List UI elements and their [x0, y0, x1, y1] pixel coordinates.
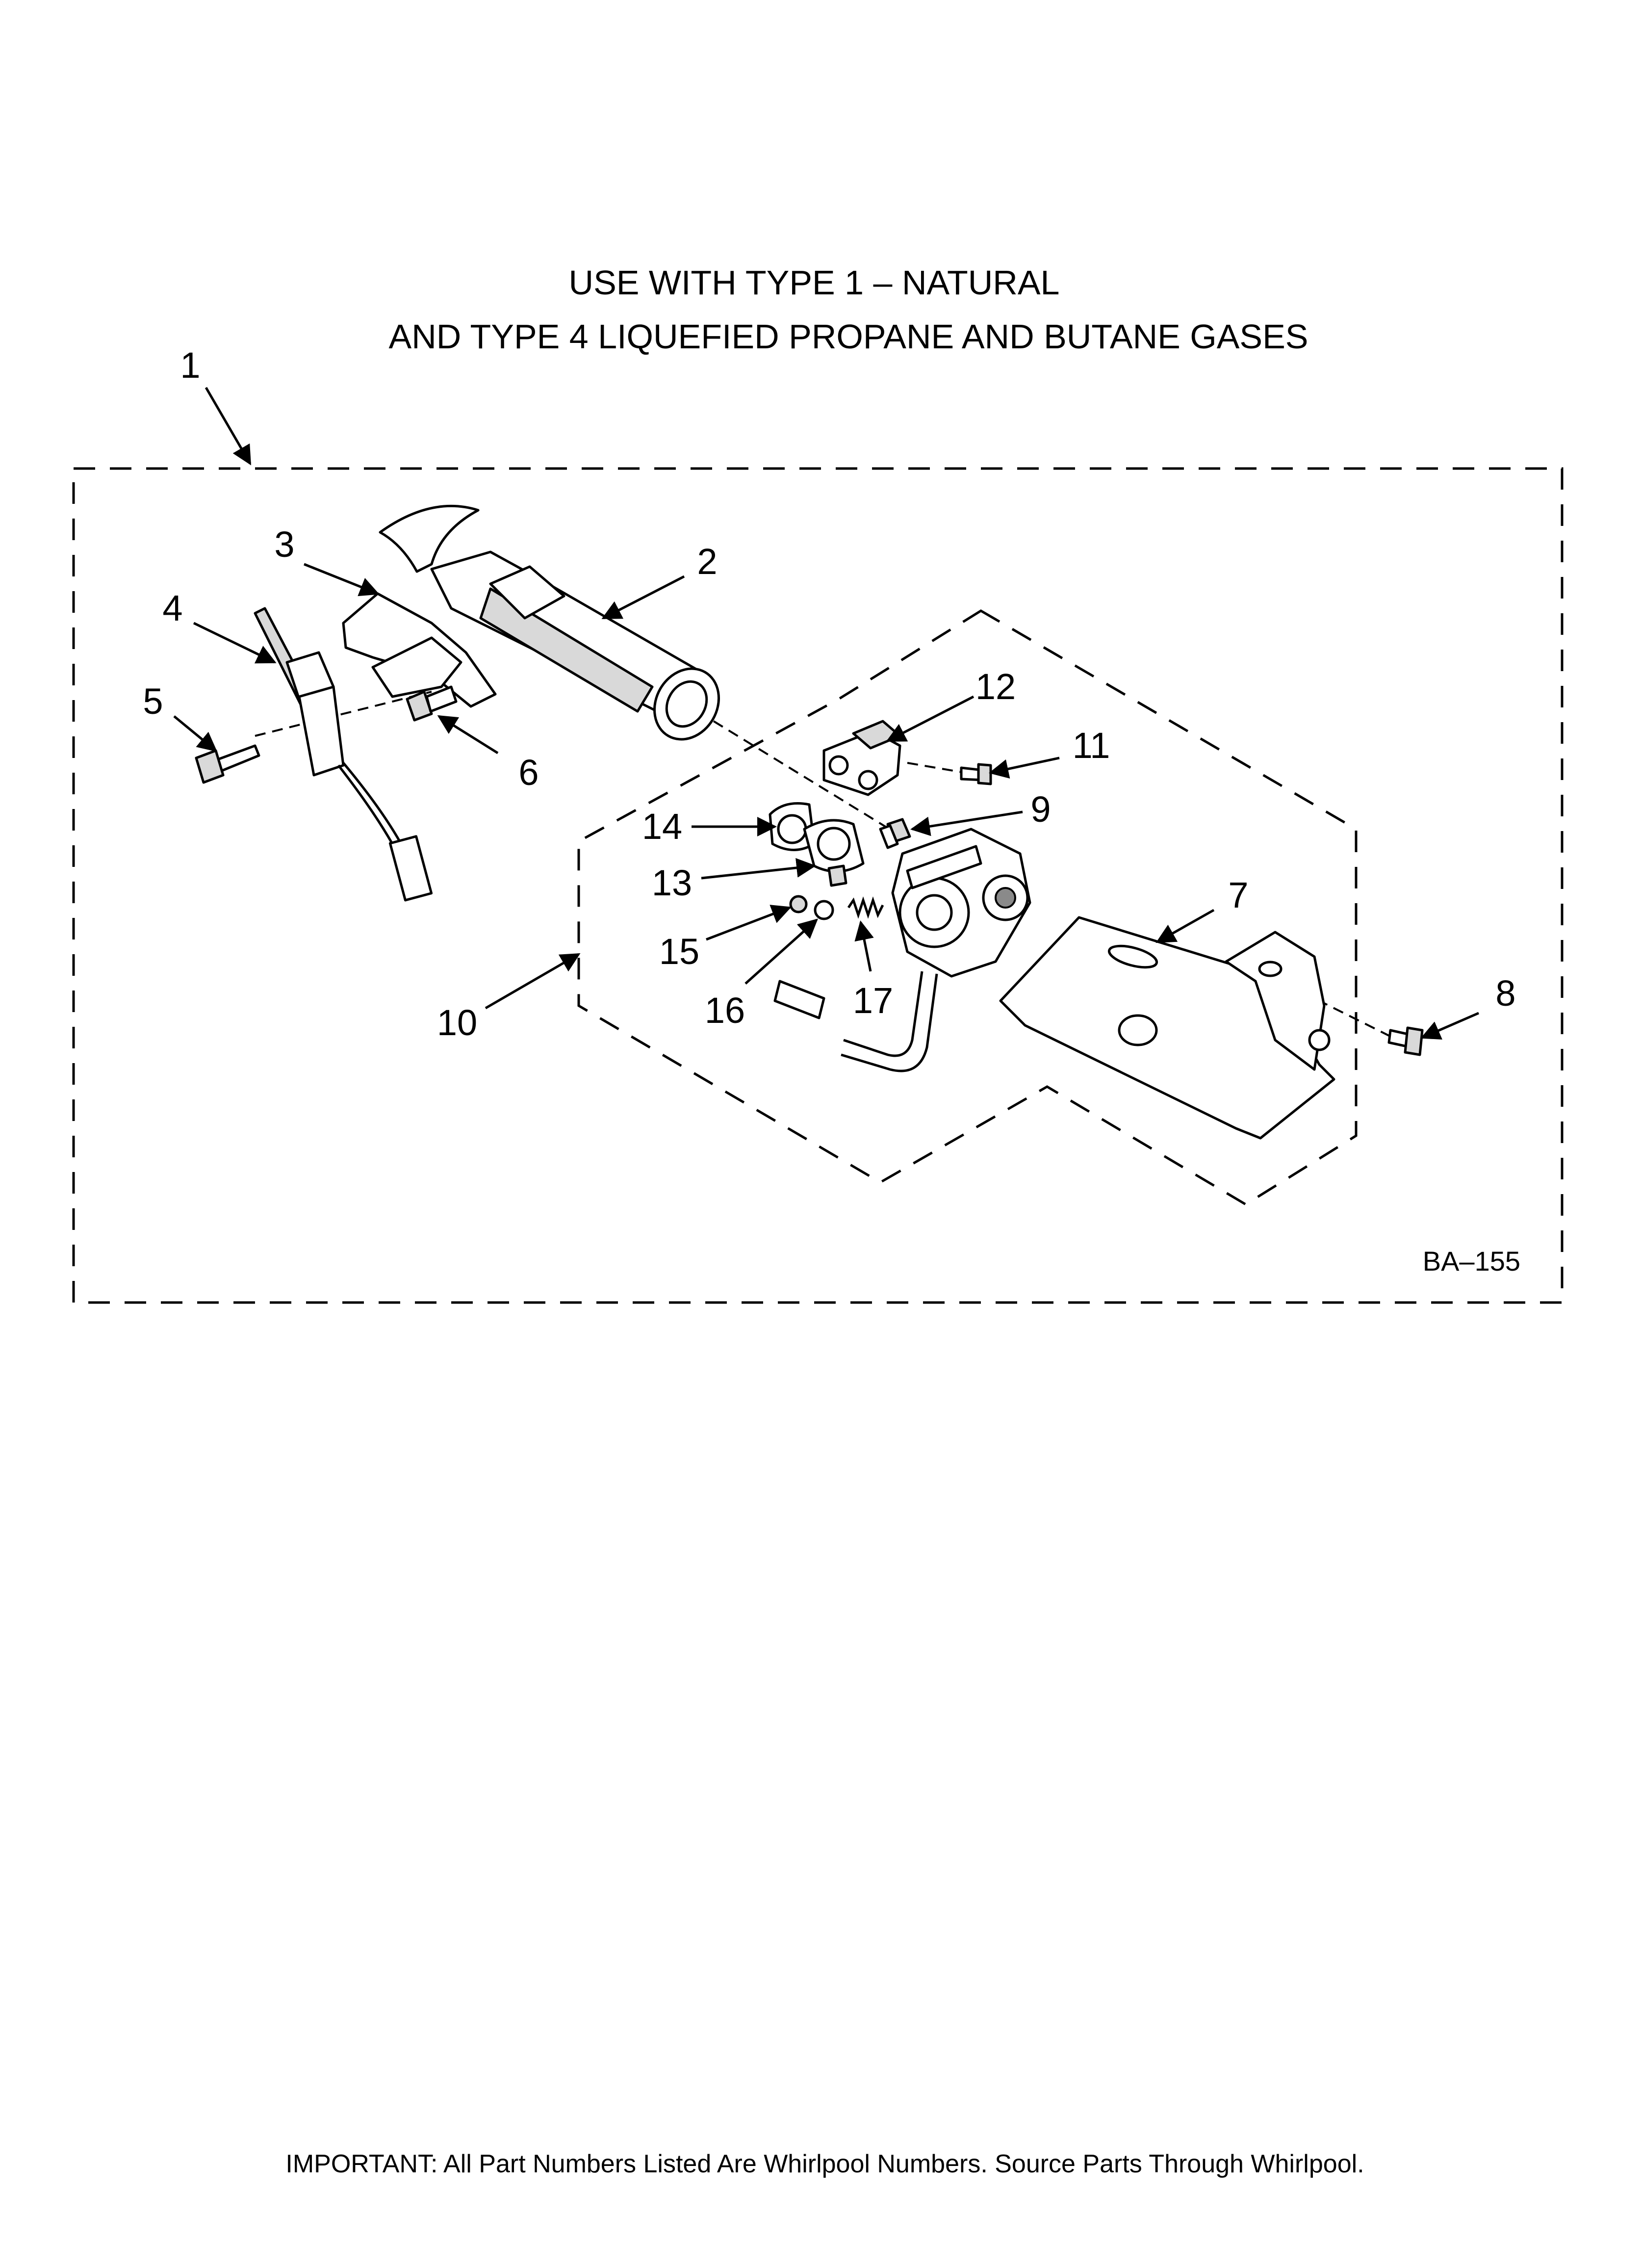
bracket-mount-screw-part: [1387, 1026, 1424, 1056]
igniter-part: [254, 607, 433, 902]
callout-17: 17: [853, 980, 893, 1021]
leader-8: [1420, 1012, 1479, 1040]
leader-1: [205, 387, 252, 466]
callout-16: 16: [705, 990, 745, 1031]
leader-13: [701, 858, 816, 880]
title-line-1: USE WITH TYPE 1 – NATURAL: [569, 263, 1060, 302]
part-15-component: [789, 895, 808, 913]
leader-12: [886, 695, 975, 742]
leader-16: [744, 918, 818, 985]
leader-3: [304, 563, 380, 597]
title-line-2: AND TYPE 4 LIQUEFIED PROPANE AND BUTANE …: [389, 317, 1308, 356]
flame-sensor-part: [822, 720, 901, 796]
valve-coils-part: [769, 802, 865, 887]
igniter-screw-part: [195, 744, 260, 784]
diagram-code: BA–155: [1423, 1246, 1520, 1277]
valve-bracket-part: [999, 916, 1335, 1140]
callout-6: 6: [518, 752, 539, 793]
leader-17: [854, 920, 874, 972]
assembly-boundary: [72, 467, 1564, 1304]
sensor-screw-part: [960, 763, 992, 785]
callout-11: 11: [1073, 725, 1110, 766]
leader-10: [485, 953, 581, 1010]
callout-9: 9: [1030, 789, 1051, 830]
callout-14: 14: [642, 806, 682, 847]
valve-assembly-boundary: [577, 609, 1358, 1206]
callout-1: 1: [180, 345, 200, 386]
part-17-spring: [847, 896, 884, 919]
leader-4: [193, 622, 277, 664]
callout-13: 13: [652, 862, 692, 903]
leader-5: [173, 715, 218, 752]
footer-note: IMPORTANT: All Part Numbers Listed Are W…: [285, 2150, 1364, 2178]
callout-3: 3: [274, 524, 294, 565]
callout-8: 8: [1495, 973, 1515, 1014]
part-16-component: [814, 900, 834, 920]
callout-5: 5: [143, 681, 163, 722]
leader-11: [989, 756, 1060, 779]
leader-15: [706, 905, 792, 941]
leader-2: [601, 575, 685, 620]
callout-2: 2: [697, 541, 717, 582]
alignment-line-burner: [713, 720, 898, 835]
orifice-part: [879, 818, 911, 849]
gas-valve-part: [773, 828, 1031, 1072]
leader-7: [1155, 909, 1215, 943]
leader-6: [437, 715, 499, 755]
callout-15: 15: [659, 931, 699, 972]
callout-12: 12: [975, 666, 1016, 707]
callout-10: 10: [437, 1002, 477, 1043]
leader-9: [910, 810, 1023, 836]
callout-4: 4: [162, 588, 182, 628]
alignment-line-igniter: [255, 691, 432, 737]
bracket-screw-part: [406, 685, 458, 722]
callout-7: 7: [1228, 875, 1248, 915]
igniter-bracket-part: [342, 592, 497, 708]
burner-tube-part: [379, 504, 720, 741]
